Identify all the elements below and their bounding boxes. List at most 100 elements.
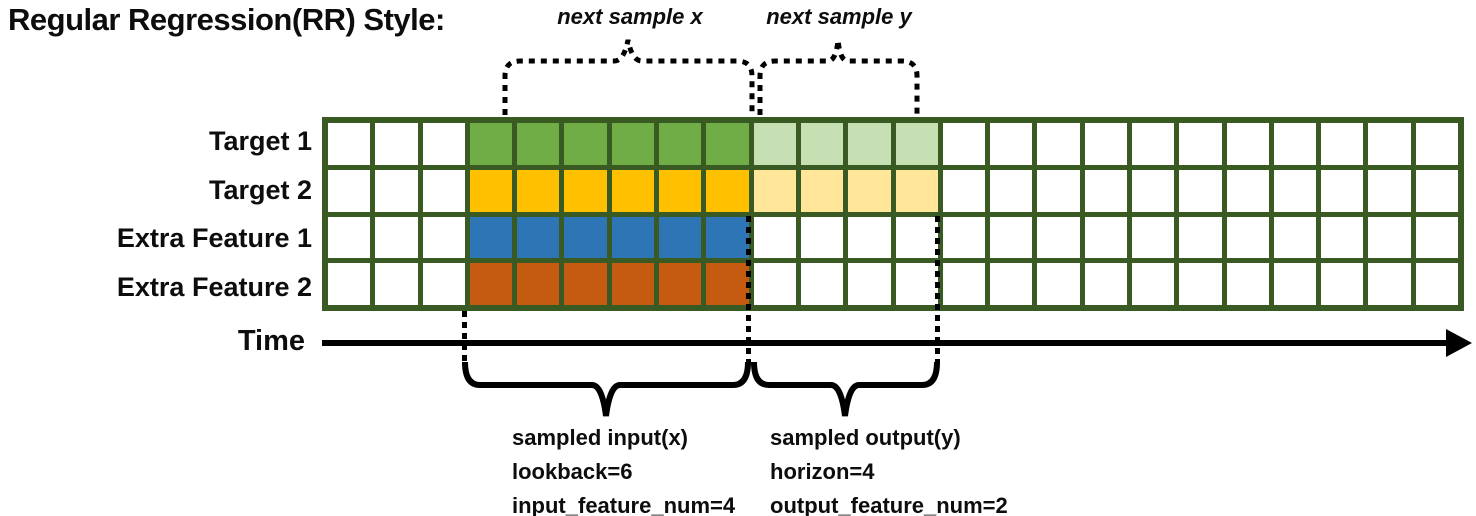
grid-cell-r0-c15 [1037, 123, 1080, 165]
grid-cell-r2-c5 [564, 216, 607, 259]
grid-cell-r0-c14 [990, 123, 1033, 165]
next-sample-y-label: next sample y [766, 4, 912, 29]
grid-cell-r3-c13 [942, 263, 986, 305]
grid-cell-r1-c21 [1321, 169, 1364, 212]
grid-cell-r2-c18 [1179, 216, 1222, 259]
grid-cell-r0-c20 [1273, 123, 1317, 165]
grid-cell-r2-c16 [1084, 216, 1127, 259]
sampled-output-line-1: sampled output(y) [770, 425, 961, 450]
grid-cell-r2-c12 [895, 216, 938, 259]
timeseries-grid [322, 117, 1464, 311]
grid-cell-r1-c23 [1415, 169, 1458, 212]
grid-cell-r0-c3 [469, 123, 513, 165]
grid-cell-r3-c16 [1084, 263, 1127, 305]
time-axis-label: Time [237, 325, 305, 357]
grid-cell-r1-c2 [422, 169, 465, 212]
grid-cell-r3-c1 [375, 263, 418, 305]
grid-cell-r2-c6 [611, 216, 655, 259]
grid-cell-r3-c17 [1131, 263, 1175, 305]
grid-cell-r0-c19 [1226, 123, 1269, 165]
grid-cell-r0-c6 [611, 123, 655, 165]
grid-cell-r3-c3 [469, 263, 513, 305]
grid-cell-r0-c7 [659, 123, 702, 165]
grid-cell-r0-c9 [753, 123, 796, 165]
grid-cell-r0-c8 [706, 123, 749, 165]
time-axis-arrowhead-icon [1446, 329, 1472, 357]
grid-cell-r2-c14 [990, 216, 1033, 259]
grid-cell-r0-c22 [1368, 123, 1411, 165]
grid-cell-r2-c13 [942, 216, 986, 259]
grid-cell-r0-c16 [1084, 123, 1127, 165]
grid-cell-r0-c4 [517, 123, 560, 165]
grid-cell-r2-c3 [469, 216, 513, 259]
grid-cell-r2-c9 [753, 216, 796, 259]
grid-cell-r3-c10 [800, 263, 844, 305]
grid-cell-r1-c7 [659, 169, 702, 212]
grid-cell-r1-c22 [1368, 169, 1411, 212]
row-label-2: Target 2 [208, 174, 312, 205]
input-end-dotted-line [746, 216, 751, 362]
grid-cell-r1-c6 [611, 169, 655, 212]
row-label-4: Extra Feature 2 [116, 271, 312, 302]
grid-cell-r3-c7 [659, 263, 702, 305]
sampled-output-line-2: horizon=4 [770, 459, 875, 484]
grid-cell-r0-c10 [800, 123, 844, 165]
next-sample-y-brace [757, 39, 920, 115]
grid-cell-r1-c8 [706, 169, 749, 212]
grid-cell-r0-c1 [375, 123, 418, 165]
grid-cell-r0-c21 [1321, 123, 1364, 165]
grid-cell-r3-c2 [422, 263, 465, 305]
grid-cell-r1-c16 [1084, 169, 1127, 212]
grid-cell-r2-c15 [1037, 216, 1080, 259]
grid-cell-r2-c20 [1273, 216, 1317, 259]
sampled-output-brace [751, 361, 940, 417]
grid-cell-r0-c5 [564, 123, 607, 165]
grid-cell-r3-c12 [895, 263, 938, 305]
grid-cell-r1-c3 [469, 169, 513, 212]
grid-cell-r1-c11 [848, 169, 891, 212]
diagram-title: Regular Regression(RR) Style: [8, 2, 445, 37]
grid-cell-r1-c14 [990, 169, 1033, 212]
grid-cell-r2-c21 [1321, 216, 1364, 259]
grid-cell-r0-c2 [422, 123, 465, 165]
grid-cell-r3-c6 [611, 263, 655, 305]
grid-cell-r0-c13 [942, 123, 986, 165]
grid-cell-r3-c9 [753, 263, 796, 305]
grid-cell-r0-c0 [328, 123, 371, 165]
grid-cell-r2-c0 [328, 216, 371, 259]
grid-cell-r0-c11 [848, 123, 891, 165]
grid-cell-r1-c0 [328, 169, 371, 212]
grid-cell-r2-c2 [422, 216, 465, 259]
grid-cell-r2-c1 [375, 216, 418, 259]
grid-cell-r2-c17 [1131, 216, 1175, 259]
grid-cell-r1-c13 [942, 169, 986, 212]
grid-cell-r3-c21 [1321, 263, 1364, 305]
grid-cell-r3-c15 [1037, 263, 1080, 305]
grid-cell-r0-c12 [895, 123, 938, 165]
grid-cell-r2-c23 [1415, 216, 1458, 259]
grid-cell-r1-c17 [1131, 169, 1175, 212]
grid-cell-r3-c8 [706, 263, 749, 305]
grid-cell-r3-c5 [564, 263, 607, 305]
grid-cell-r1-c18 [1179, 169, 1222, 212]
grid-cell-r3-c0 [328, 263, 371, 305]
row-label-1: Target 1 [208, 126, 312, 156]
grid-cell-r2-c19 [1226, 216, 1269, 259]
output-end-dotted-line [935, 216, 940, 362]
grid-cell-r2-c8 [706, 216, 749, 259]
grid-cell-r1-c4 [517, 169, 560, 212]
sampled-input-line-2: lookback=6 [512, 459, 633, 484]
grid-cell-r3-c4 [517, 263, 560, 305]
grid-cell-r1-c12 [895, 169, 938, 212]
grid-cell-r1-c20 [1273, 169, 1317, 212]
grid-cell-r3-c20 [1273, 263, 1317, 305]
next-sample-x-label: next sample x [557, 4, 703, 29]
grid-cell-r0-c17 [1131, 123, 1175, 165]
grid-cell-r1-c5 [564, 169, 607, 212]
grid-cell-r0-c18 [1179, 123, 1222, 165]
grid-cell-r1-c9 [753, 169, 796, 212]
grid-cell-r2-c4 [517, 216, 560, 259]
